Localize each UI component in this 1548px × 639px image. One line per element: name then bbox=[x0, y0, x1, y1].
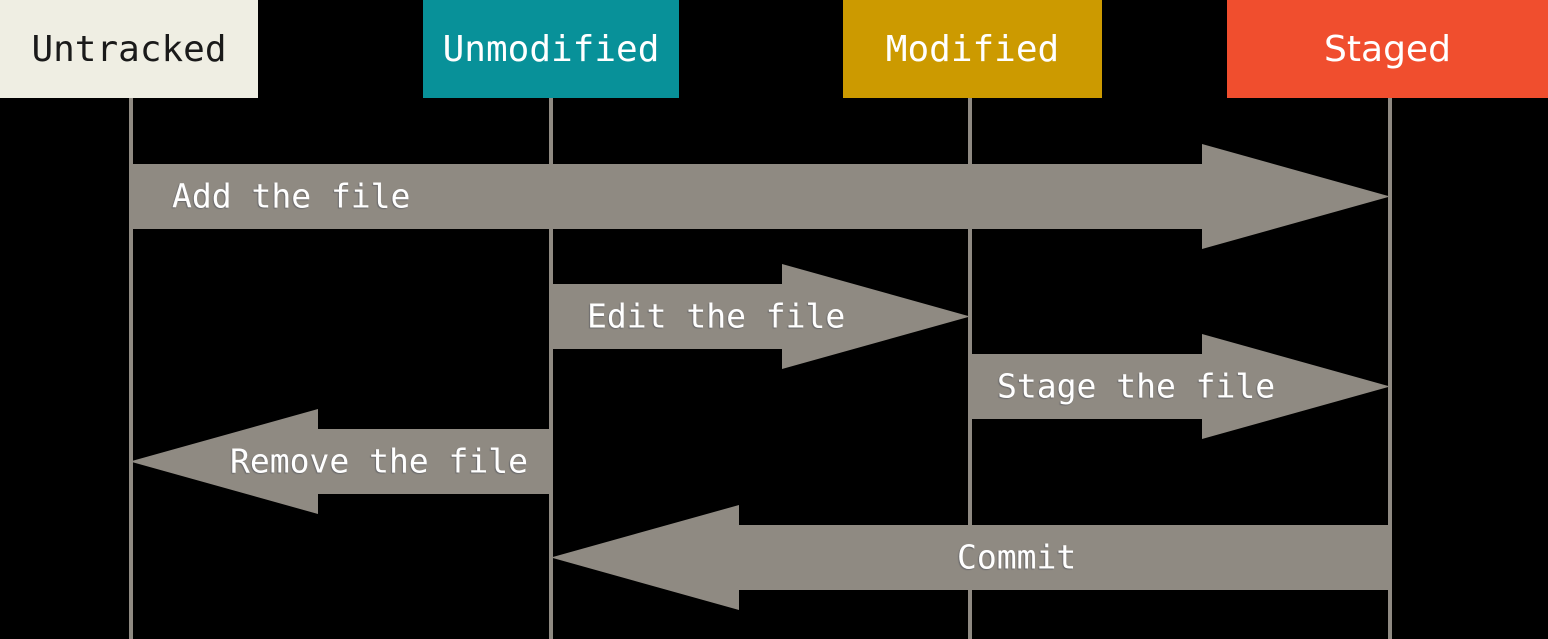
transition-label-edit-the-file: Edit the file bbox=[587, 296, 846, 336]
state-box-unmodified: Unmodified bbox=[423, 0, 679, 98]
transition-label-commit: Commit bbox=[957, 537, 1077, 577]
transition-arrow-stage-the-file: Stage the file bbox=[968, 334, 1390, 439]
state-label-unmodified: Unmodified bbox=[442, 28, 660, 70]
lifeline-untracked bbox=[129, 98, 133, 639]
state-label-staged: Staged bbox=[1324, 28, 1451, 70]
transition-label-remove-the-file: Remove the file bbox=[230, 441, 529, 481]
transition-arrow-edit-the-file: Edit the file bbox=[551, 264, 970, 369]
transition-arrow-remove-the-file: Remove the file bbox=[130, 409, 551, 514]
state-label-modified: Modified bbox=[885, 28, 1060, 70]
state-box-untracked: Untracked bbox=[0, 0, 258, 98]
transition-label-add-the-file: Add the file bbox=[172, 176, 411, 216]
transition-label-stage-the-file: Stage the file bbox=[997, 366, 1276, 406]
transition-arrow-add-the-file: Add the file bbox=[131, 144, 1390, 249]
lifeline-unmodified bbox=[549, 98, 553, 639]
state-box-modified: Modified bbox=[843, 0, 1102, 98]
state-label-untracked: Untracked bbox=[31, 28, 227, 70]
state-box-staged: Staged bbox=[1227, 0, 1548, 98]
lifeline-staged bbox=[1388, 98, 1392, 639]
